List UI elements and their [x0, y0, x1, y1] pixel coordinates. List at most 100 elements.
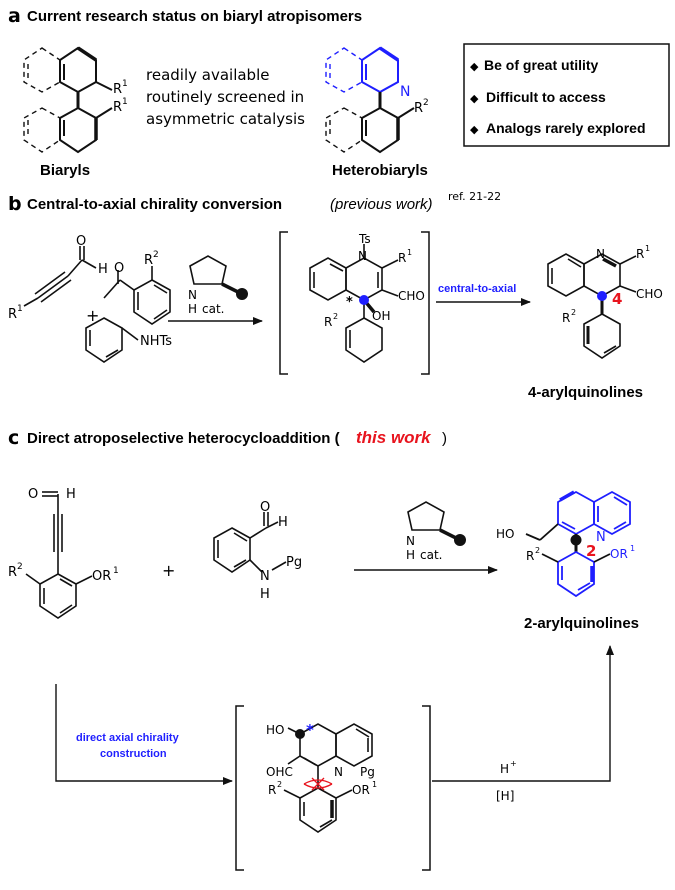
features-box — [463, 43, 670, 147]
int-b-cho: CHO — [398, 289, 425, 303]
rotation-cross-icon — [311, 777, 325, 791]
int-b-r2: R — [324, 315, 332, 329]
product-b-structure — [547, 253, 637, 359]
catalyst-c-n: N — [406, 534, 415, 548]
section-b-ref: ref. 21-22 — [448, 190, 501, 203]
section-c-letter: c — [8, 427, 19, 449]
arrow-c-up — [432, 645, 614, 782]
prod-c-ho: HO — [496, 527, 514, 541]
arrow-b-label: central-to-axial — [438, 283, 516, 295]
stereocenter-dot-c — [295, 729, 305, 739]
bullet-icon: ◆ — [470, 92, 479, 105]
prod-b-r1-sup: 1 — [645, 244, 650, 253]
int-c-n: N — [334, 765, 343, 779]
aldehyde-o: O — [260, 500, 270, 515]
bracket-b-right — [421, 231, 430, 375]
arrow-c-label-1: direct axial chirality — [76, 732, 180, 744]
stereocenter-dot-b — [359, 295, 369, 305]
hplus-sup: + — [510, 759, 517, 768]
plus-b: + — [86, 306, 99, 325]
product-b-label: 4-arylquinolines — [528, 384, 643, 401]
heterobiaryl-r2-sup: 2 — [423, 98, 429, 108]
bullet-icon: ◆ — [470, 123, 479, 136]
benzophenone-r2: R — [144, 253, 153, 268]
amine-n: N — [260, 569, 270, 584]
int-c-pg: Pg — [360, 765, 375, 779]
int-b-r1: R — [398, 251, 406, 265]
intermediate-b-structure — [309, 244, 399, 363]
feature-line-2: routinely screened in — [146, 88, 304, 106]
prod-b-r2: R — [562, 311, 570, 325]
heterobiaryl-structure — [325, 46, 415, 154]
ynal-o: O — [76, 234, 86, 249]
int-c-ho: HO — [266, 723, 284, 737]
ynal-c-h: H — [66, 487, 76, 502]
prod-c-position-2: 2 — [586, 542, 596, 560]
int-c-ohc: OHC — [266, 765, 293, 779]
int-b-star: * — [346, 295, 353, 310]
ynal-c-r2: R — [8, 565, 17, 580]
aminobenzaldehyde-structure — [213, 512, 287, 573]
axis-dot-b — [597, 291, 607, 301]
prod-c-r2-sup: 2 — [535, 546, 540, 555]
int-b-r1-sup: 1 — [407, 248, 412, 257]
section-a-title: Current research status on biaryl atropi… — [27, 8, 362, 25]
product-c-label: 2-arylquinolines — [524, 615, 639, 632]
biaryl-r1-bottom-sup: 1 — [122, 97, 128, 107]
ketone-o: O — [114, 261, 124, 276]
hplus-label: H — [500, 762, 509, 776]
intermediate-c-structure — [283, 723, 373, 833]
int-c-or1: OR — [352, 783, 370, 797]
section-b-title: Central-to-axial chirality conversion — [27, 196, 282, 213]
section-b-letter: b — [8, 193, 22, 215]
prod-b-r2-sup: 2 — [571, 308, 576, 317]
ynal-c-r2-sup: 2 — [17, 562, 23, 572]
product-c-structure — [525, 490, 631, 598]
aldehyde-h: H — [278, 515, 288, 530]
catalyst-dot-c — [454, 534, 466, 546]
bullet-icon: ◆ — [470, 60, 479, 73]
box-item-1: Be of great utility — [484, 57, 599, 73]
ynal-c-o: O — [28, 487, 38, 502]
bracket-c-right — [422, 705, 431, 871]
ynal-c-or1-sup: 1 — [113, 566, 119, 576]
ynal-c-or1: OR — [92, 569, 111, 584]
amine-h: H — [260, 587, 270, 602]
catalyst-c-cat: cat. — [420, 548, 442, 562]
catalyst-b-cat: cat. — [202, 302, 224, 316]
benzophenone-r2-sup: 2 — [153, 250, 159, 260]
section-c: c Direct atroposelective heterocycloaddi… — [8, 427, 639, 871]
int-b-n: N — [358, 249, 367, 263]
box-item-3: Analogs rarely explored — [486, 120, 646, 136]
section-a: a Current research status on biaryl atro… — [8, 5, 670, 179]
section-c-title-italic: this work — [356, 428, 432, 447]
prod-b-n: N — [596, 247, 605, 261]
biaryl-r1-top-sup: 1 — [122, 79, 128, 89]
ynal-r1-sup: 1 — [17, 304, 23, 314]
prod-c-or1: OR — [610, 547, 628, 561]
rotation-arrow-icon — [303, 779, 333, 785]
int-c-r2-sup: 2 — [277, 780, 282, 789]
section-c-title-end: ) — [442, 430, 447, 447]
section-a-letter: a — [8, 5, 21, 27]
prod-b-position-4: 4 — [612, 290, 622, 308]
rotation-arrow-icon — [303, 783, 333, 789]
biaryl-r1-top: R — [113, 82, 122, 97]
arrow-c-down — [55, 684, 233, 785]
ynal-h: H — [98, 262, 108, 277]
prod-c-n: N — [596, 530, 606, 545]
bracket-b-left — [279, 231, 288, 375]
catalyst-b-n: N — [188, 288, 197, 302]
int-c-r2: R — [268, 783, 276, 797]
prod-b-cho: CHO — [636, 287, 663, 301]
prod-b-r1: R — [636, 247, 644, 261]
biaryl-r1-bottom: R — [113, 100, 122, 115]
int-c-star: * — [306, 721, 314, 739]
section-b-title-italic: (previous work) — [330, 196, 433, 213]
int-b-ts: Ts — [358, 232, 371, 246]
ynal-aryl-structure — [25, 491, 93, 619]
catalyst-dot-b — [236, 288, 248, 300]
feature-line-3: asymmetric catalysis — [146, 110, 305, 128]
amine-pg: Pg — [286, 555, 302, 570]
